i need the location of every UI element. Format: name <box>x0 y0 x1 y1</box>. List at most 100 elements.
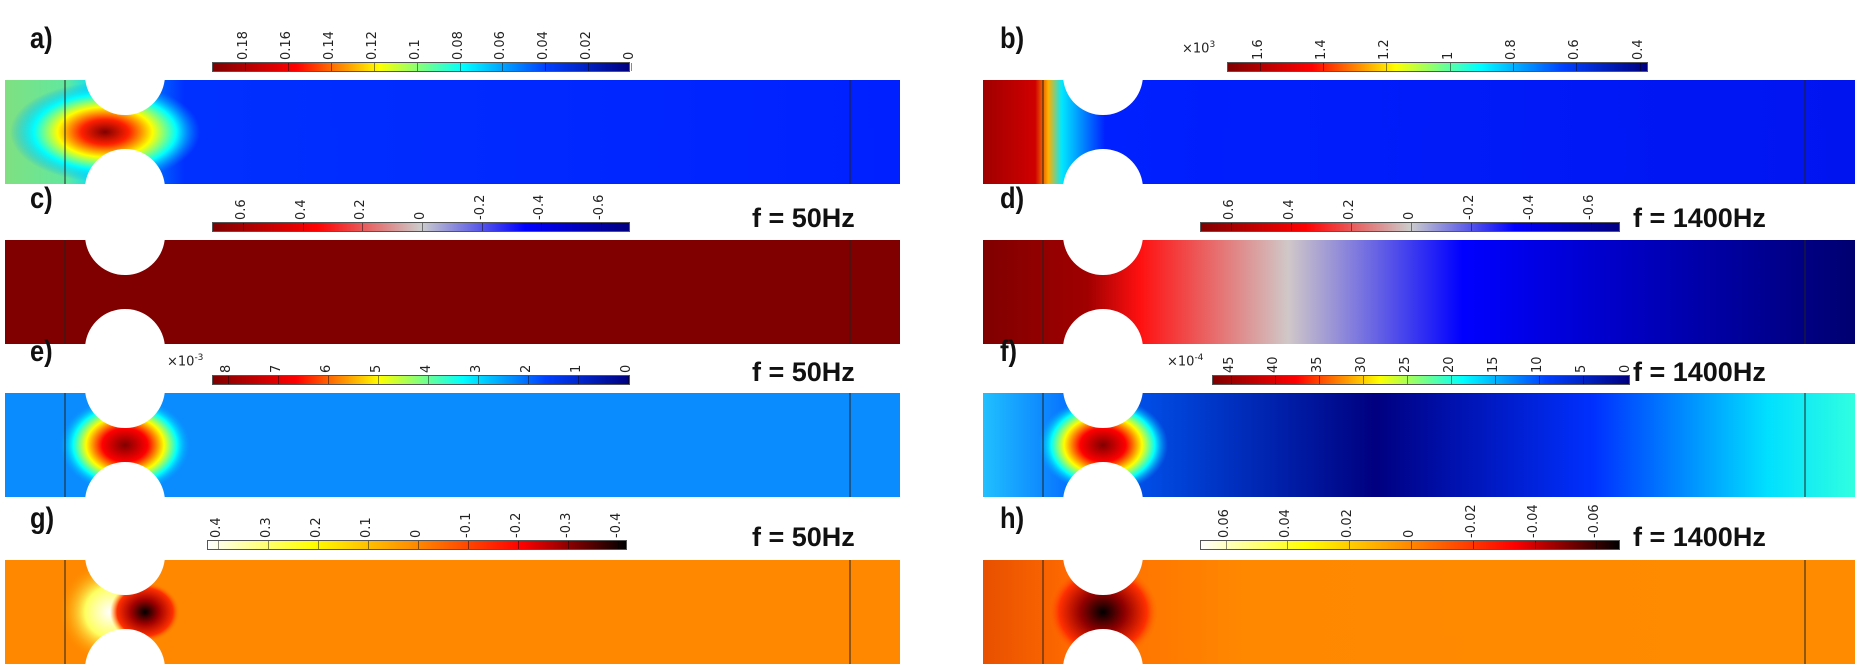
frequency-label: f = 1400Hz <box>1633 522 1766 552</box>
colorbar-tick-label: 0 <box>619 364 635 373</box>
lower-obstacle <box>85 148 165 184</box>
colorbar-tick-label: -0.4 <box>1522 194 1537 220</box>
colorbar-tick-label: 0.4 <box>1282 199 1297 220</box>
colorbar-tick-label: 0 <box>1402 529 1417 538</box>
colorbar-tick <box>578 376 580 384</box>
colorbar-tick <box>268 541 269 549</box>
lower-obstacle <box>1063 461 1143 497</box>
colorbar-tick <box>278 376 280 384</box>
colorbar-tick <box>588 63 590 71</box>
colorbar-tick <box>541 223 543 231</box>
colorbar-tick-label: -0.2 <box>509 512 524 538</box>
colorbar-tick-label: 0.06 <box>1216 509 1232 538</box>
colorbar-tick <box>1362 376 1364 384</box>
multiplier-exponent: 3 <box>1209 40 1216 50</box>
colorbar-tick <box>1225 541 1227 549</box>
colorbar <box>1227 62 1648 72</box>
colorbar-tick-label: 1 <box>1440 51 1456 60</box>
panel-label: g) <box>30 502 55 535</box>
colorbar-tick-label: 25 <box>1397 356 1413 373</box>
colorbar-tick-label: 20 <box>1441 356 1457 373</box>
colorbar-multiplier: ×10-4 <box>1167 353 1203 369</box>
colorbar-tick <box>1472 541 1474 549</box>
colorbar-tick <box>328 376 330 384</box>
colorbar-tick <box>1639 63 1641 71</box>
colorbar-tick-label: 0.02 <box>579 31 595 60</box>
colorbar-tick <box>1287 541 1289 549</box>
colorbar-tick-label: 0.4 <box>209 517 224 538</box>
colorbar-tick-label: 0.04 <box>1278 509 1294 538</box>
frequency-label: f = 50Hz <box>752 522 855 552</box>
colorbar-tick-label: 0.8 <box>1503 39 1519 60</box>
colorbar-tick-label: -0.1 <box>459 512 474 538</box>
multiplier-exponent: -3 <box>194 353 204 363</box>
colorbar-tick <box>1471 223 1472 231</box>
colorbar-tick <box>1351 223 1352 231</box>
colorbar-tick <box>422 223 423 231</box>
colorbar-tick <box>228 376 230 384</box>
colorbar-tick-label: 0.4 <box>1630 39 1646 60</box>
colorbar-tick <box>1591 223 1592 231</box>
field-plot-g <box>5 560 900 664</box>
colorbar-tick <box>618 541 619 549</box>
colorbar-tick <box>568 541 569 549</box>
colorbar-tick-label: 6 <box>319 364 335 373</box>
colorbar-tick-label: 1.6 <box>1250 39 1266 60</box>
colorbar-tick-label: 0.6 <box>233 199 249 220</box>
panel-label: b) <box>1000 22 1025 55</box>
colorbar <box>212 62 632 72</box>
colorbar-tick-label: 1.4 <box>1313 39 1329 60</box>
colorbar-tick <box>1576 63 1578 71</box>
colorbar-tick <box>631 63 632 71</box>
colorbar-tick-label: 7 <box>269 364 285 373</box>
colorbar-tick <box>1534 541 1536 549</box>
colorbar-multiplier: ×103 <box>1182 40 1215 56</box>
colorbar-tick-label: 0.04 <box>536 31 552 60</box>
colorbar-tick <box>245 63 247 71</box>
colorbar-tick <box>218 541 219 549</box>
colorbar-tick <box>1596 541 1598 549</box>
colorbar-tick-label: 0.08 <box>450 31 466 60</box>
field-plot-b <box>983 80 1855 184</box>
colorbar-tick-label: -0.2 <box>472 194 488 220</box>
colorbar-tick-label: 0.06 <box>493 31 509 60</box>
colorbar-tick <box>416 63 418 71</box>
colorbar <box>1200 222 1620 232</box>
colorbar-tick-label: -0.3 <box>559 512 574 538</box>
colorbar-tick <box>1318 376 1320 384</box>
colorbar-tick <box>502 63 504 71</box>
colorbar-tick <box>481 223 483 231</box>
colorbar-tick-label: 10 <box>1529 356 1545 373</box>
colorbar-tick <box>318 541 319 549</box>
colorbar-tick <box>1582 376 1584 384</box>
colorbar-tick-label: -0.04 <box>1525 504 1541 538</box>
colorbar-tick <box>1494 376 1496 384</box>
field-plot-d <box>983 240 1855 344</box>
colorbar-tick-label: -0.4 <box>609 512 624 538</box>
colorbar-tick <box>288 63 290 71</box>
colorbar <box>1200 540 1620 550</box>
colorbar-tick-label: -0.4 <box>532 194 548 220</box>
colorbar-tick <box>1230 376 1232 384</box>
colorbar-tick-label: 0.3 <box>259 517 274 538</box>
upper-obstacle <box>85 393 165 429</box>
colorbar-tick-label: 0 <box>409 529 424 538</box>
colorbar-tick-label: 0.2 <box>1342 199 1357 220</box>
lower-obstacle <box>1063 308 1143 344</box>
upper-obstacle <box>85 560 165 596</box>
multiplier-base: ×10 <box>1182 41 1210 57</box>
field-plot-f <box>983 393 1855 497</box>
multiplier-exponent: -4 <box>1194 353 1204 363</box>
colorbar-tick <box>1626 376 1628 384</box>
colorbar-tick <box>1449 63 1451 71</box>
panel-label: f) <box>1000 335 1017 368</box>
colorbar-tick-label: 1.2 <box>1377 39 1393 60</box>
colorbar-tick-label: 35 <box>1309 356 1325 373</box>
upper-obstacle <box>85 80 165 116</box>
colorbar-tick <box>302 223 304 231</box>
field-plot-e <box>5 393 900 497</box>
colorbar-tick-label: 0.16 <box>279 31 295 60</box>
frequency-label: f = 1400Hz <box>1633 203 1766 233</box>
lower-obstacle <box>85 628 165 664</box>
